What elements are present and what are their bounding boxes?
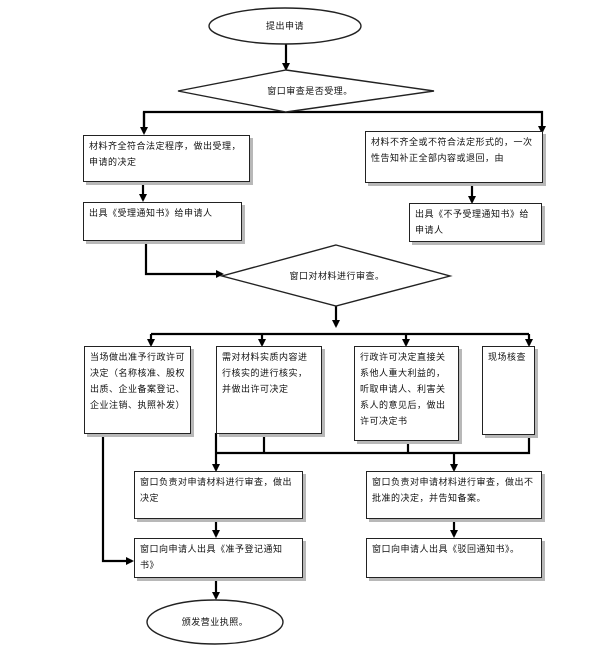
reject-box: 材料不齐全或不符合法定形式的，一次性告知补正全部内容或退回，由: [365, 131, 543, 183]
end-label: 颁发营业执照。: [181, 618, 249, 628]
review-label: 窗口对材料进行审查。: [289, 272, 385, 282]
arrow-issue-to-review: [144, 241, 224, 278]
review-diamond: [219, 244, 453, 307]
arrow-onsite-to-issue: [101, 433, 134, 565]
deny-review-box: 窗口负责对申请材料进行审查，做出不批准的决定，并告知备案。: [366, 471, 542, 519]
arrow-check-to-reject: [142, 110, 546, 134]
accept-box: 材料齐全符合法定程序，做出受理，申请的决定: [83, 135, 250, 182]
issue-approve-box: 窗口向申请人出具《准予登记通知书》: [134, 538, 303, 578]
issue-deny-box: 窗口向申请人出具《驳回通知书》。: [366, 538, 542, 578]
start-node: [208, 7, 362, 45]
start-label: 提出申请: [265, 22, 304, 32]
check-label: 窗口审查是否受理。: [267, 87, 353, 97]
approve-review-box: 窗口负责对申请材料进行审查，做出决定: [134, 471, 303, 519]
issue-reject-box: 出具《不予受理通知书》给申请人: [409, 203, 542, 242]
site-check-box: 现场核查: [482, 346, 535, 435]
hearing-box: 行政许可决定直接关系他人重大利益的，听取申请人、利害关系人的意见后，做出许可决定…: [354, 346, 459, 441]
check-diamond: [177, 69, 435, 113]
end-node: [146, 599, 284, 645]
issue-accept-box: 出具《受理通知书》给申请人: [83, 202, 242, 241]
onsite-decision-box: 当场做出准予行政许可决定（名称核准、股权出质、企业备案登记、企业注销、执照补发）: [84, 346, 191, 434]
verify-box: 需对材料实质内容进行核实的进行核实，并做出许可决定: [216, 346, 322, 434]
